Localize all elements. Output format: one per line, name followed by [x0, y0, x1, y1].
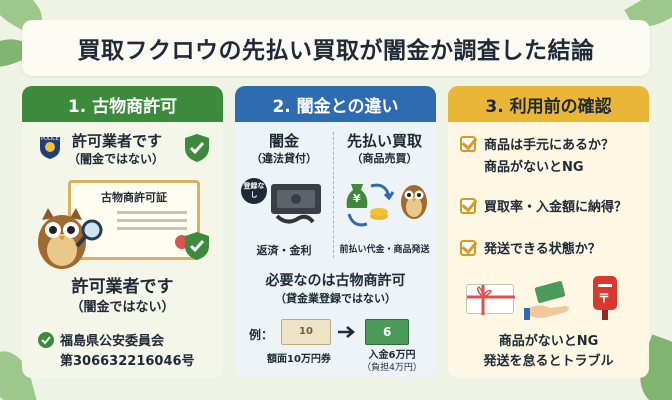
panel-checklist: 3. 利用前の確認 商品は手元にあるか？ 商品がないとNG 買取率・入金額に納得… [448, 86, 649, 378]
example-label: 例： [249, 328, 274, 342]
prepay-subtext: （商品売買） [351, 152, 418, 165]
prepay-caption: 前払い代金・商品発送 [339, 245, 430, 255]
main-heading: 許可業者です [71, 277, 174, 297]
arrow-right-icon [337, 324, 357, 340]
badge-subtext: （闇金ではない） [68, 152, 165, 166]
chained-money-icon [247, 176, 327, 230]
yen-exchange-icon: ¥ [341, 178, 397, 232]
loan-shark-subtext: （違法貸付） [251, 152, 317, 165]
prepay-heading: 先払い買取 [346, 132, 422, 150]
police-badge-text: POLICE [41, 136, 59, 142]
owl-mascot-icon [399, 180, 429, 220]
certificate-title: 古物商許可証 [101, 191, 167, 204]
postbox-symbol: 〒 [598, 291, 611, 305]
panel-license: 1. 古物商許可 POLICE 許可業者です （闇金ではない） 古物商許可証 [22, 86, 223, 378]
shield-check-icon [182, 132, 212, 164]
cash-value: 6 [383, 325, 392, 339]
checklist-item: 買取率・入金額に納得？ [484, 200, 628, 215]
panel-license-title: 1. 古物商許可 [22, 86, 223, 122]
license-number: 第306632216046号 [60, 354, 195, 369]
loan-shark-heading: 闇金 [268, 132, 299, 150]
badge-heading: 許可業者です [72, 132, 163, 150]
required-subtext: （貸金業登録ではない） [275, 292, 396, 305]
yen-symbol: ¥ [353, 192, 361, 205]
panel-difference-title: 2. 闇金との違い [235, 86, 436, 122]
gift-card-icon [466, 284, 515, 315]
shield-check-icon [182, 230, 212, 262]
checkbox-icon [460, 198, 476, 214]
postbox-icon: 〒 [590, 274, 620, 322]
owl-mascot-icon [34, 204, 90, 270]
panel-difference: 2. 闇金との違い 闇金 （違法貸付） 先払い買取 （商品売買） 登録なし ¥ [235, 86, 436, 378]
payout-subtext: （負担4万円） [362, 363, 422, 373]
page-title: 買取フクロウの先払い買取が闇金か調査した結論 [22, 20, 650, 76]
police-badge-icon: POLICE [36, 134, 64, 160]
checklist-item-note: 商品がないとNG [484, 160, 584, 175]
face-value-caption: 額面10万円券 [267, 354, 331, 365]
hand-money-icon [524, 280, 574, 320]
panel-checklist-title: 3. 利用前の確認 [448, 86, 649, 122]
required-heading: 必要なのは古物商許可 [265, 273, 406, 289]
license-authority: 福島県公安委員会 [60, 334, 165, 349]
checklist-item: 発送できる状態か？ [484, 242, 601, 257]
checkbox-icon [460, 136, 476, 152]
no-registration-tag: 登録なし [241, 178, 267, 204]
checklist-item: 商品は手元にあるか？ [484, 138, 615, 153]
column-divider [333, 132, 334, 258]
warning-line-1: 商品がないとNG [498, 334, 599, 349]
main-subtext: （闇金ではない） [70, 300, 175, 315]
magnifier-icon [74, 218, 106, 250]
warning-line-2: 発送を怠るとトラブル [483, 354, 614, 369]
cash-icon: 6 [365, 319, 409, 345]
check-circle-icon [38, 332, 54, 348]
voucher-icon: 10 [281, 319, 331, 345]
voucher-value: 10 [299, 326, 313, 337]
payout-caption: 入金6万円 [368, 350, 416, 361]
loan-shark-caption: 返済・金利 [256, 244, 312, 257]
checkbox-icon [460, 240, 476, 256]
